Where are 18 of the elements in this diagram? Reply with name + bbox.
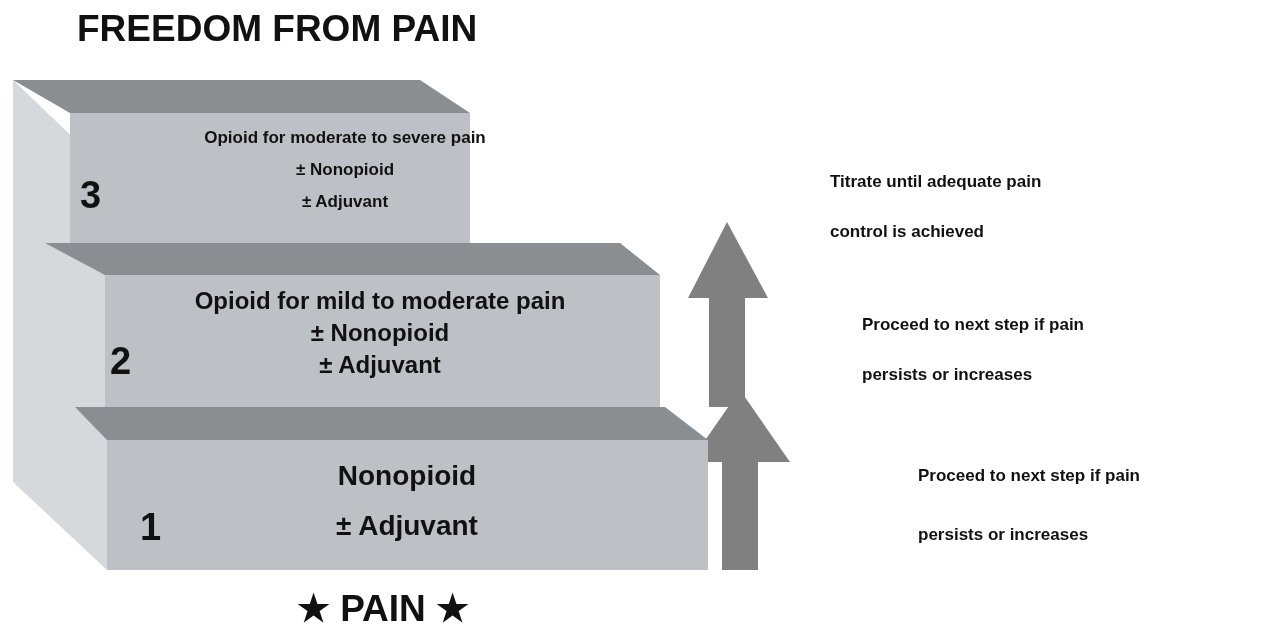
note-text: Proceed to next step if pain persists or increases — [918, 465, 1141, 546]
note-text: Proceed to next step if pain persists or increases — [862, 314, 1085, 386]
step-number: 2 — [110, 342, 132, 380]
note-text: Titrate until adequate pain control is achieved — [830, 171, 1043, 243]
step-number: 1 — [140, 508, 162, 546]
step-text: Opioid for moderate to severe pain — [203, 128, 487, 148]
step-text: Opioid for mild to moderate pain — [193, 287, 567, 315]
step-text: ± Adjuvant — [335, 510, 479, 542]
step-text: ± Nonopioid — [309, 319, 451, 347]
step-box — [105, 275, 660, 407]
step-number: 3 — [80, 176, 102, 214]
step-text: ± Nonopioid — [294, 160, 396, 180]
step-text: ± Adjuvant — [318, 351, 442, 379]
step-text: Nonopioid — [336, 460, 478, 492]
step-box — [107, 440, 708, 570]
title: FREEDOM FROM PAIN — [77, 8, 478, 50]
step-text: ± Adjuvant — [300, 192, 390, 212]
bottom-label: ★ PAIN ★ — [295, 587, 471, 631]
